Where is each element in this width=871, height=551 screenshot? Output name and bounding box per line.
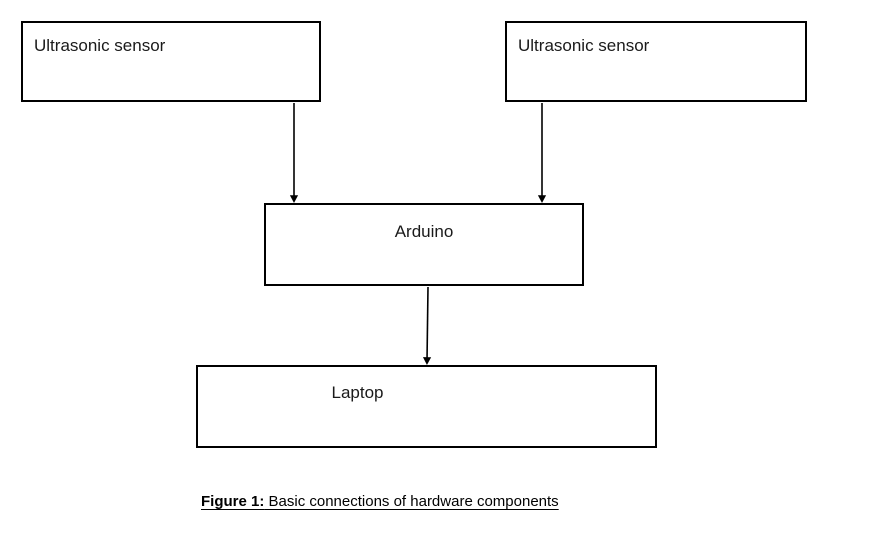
node-laptop[interactable] bbox=[196, 365, 657, 448]
node-ultrasonic-sensor-left[interactable] bbox=[21, 21, 321, 102]
edge-arduino-to-laptop bbox=[422, 286, 432, 365]
figure-caption: Figure 1: Basic connections of hardware … bbox=[201, 492, 559, 512]
figure-caption-label: Figure 1: bbox=[201, 493, 265, 510]
figure-caption-text: Basic connections of hardware components bbox=[264, 493, 559, 510]
node-label-arduino: Arduino bbox=[394, 222, 454, 241]
node-ultrasonic-sensor-right[interactable] bbox=[505, 21, 807, 102]
node-arduino[interactable] bbox=[264, 203, 584, 286]
node-label-ultrasonic-sensor-right: Ultrasonic sensor bbox=[518, 36, 650, 55]
node-label-ultrasonic-sensor-left: Ultrasonic sensor bbox=[34, 36, 166, 55]
node-label-laptop: Laptop bbox=[331, 383, 384, 402]
